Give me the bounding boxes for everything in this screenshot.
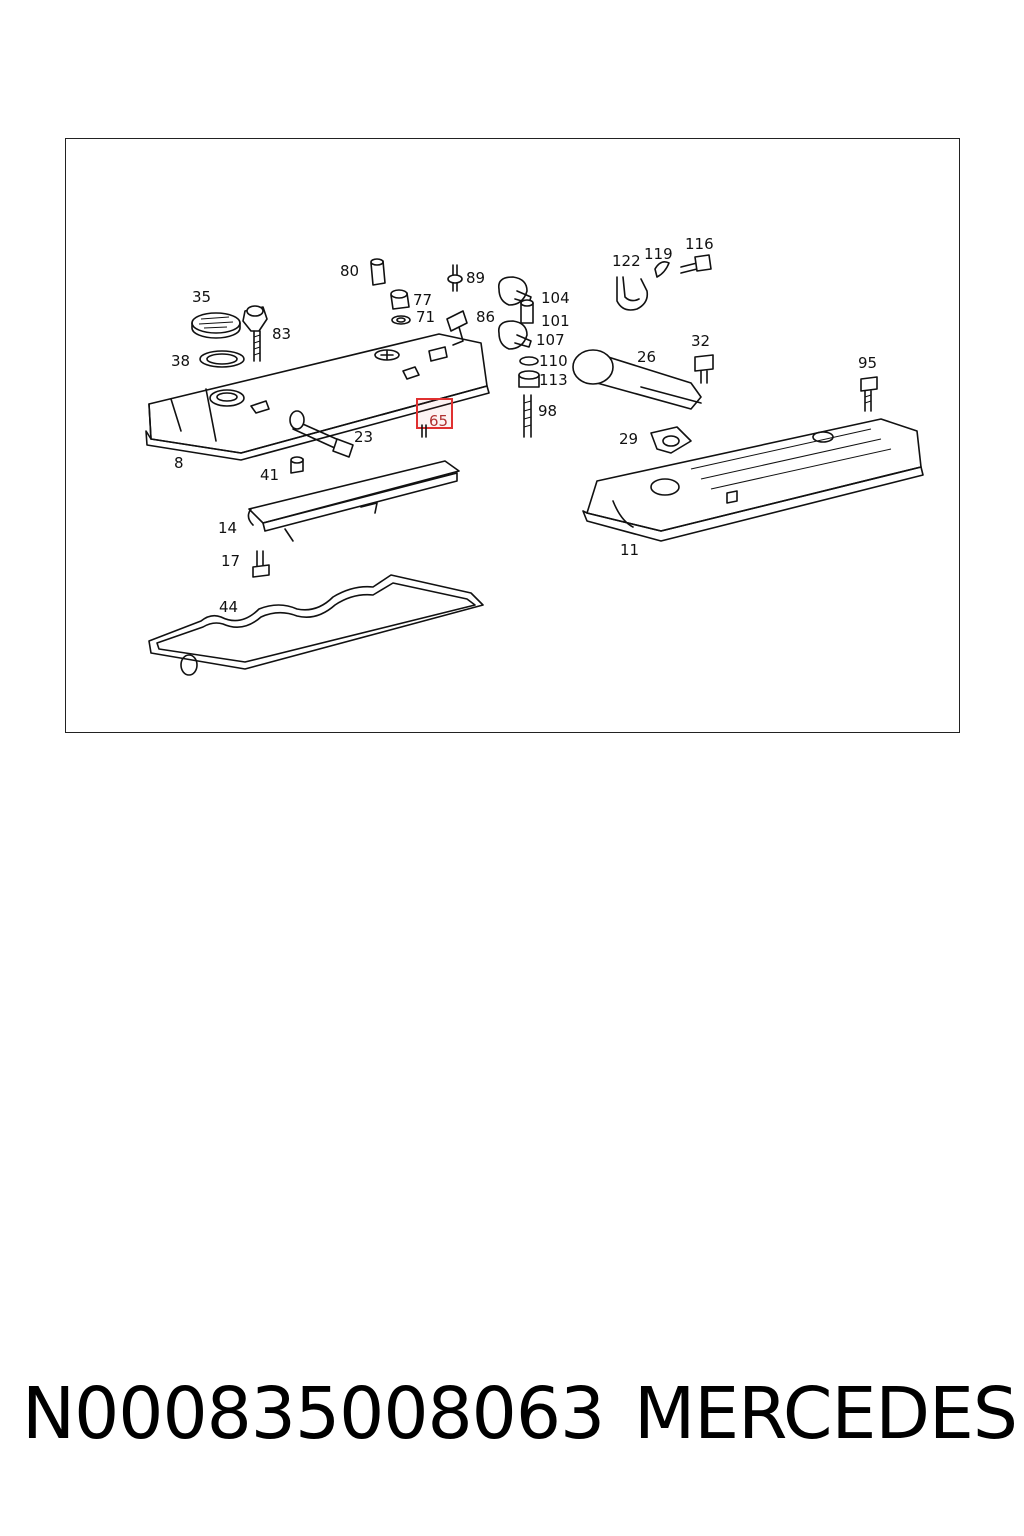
screw-116 <box>680 254 712 274</box>
stud-89 <box>447 264 463 292</box>
callout-14: 14 <box>218 519 237 537</box>
callout-113: 113 <box>539 371 568 389</box>
gasket-29 <box>650 426 692 454</box>
filler-cap-seal <box>199 350 245 368</box>
washer-110 <box>519 356 539 366</box>
bolt-17 <box>252 550 270 578</box>
callout-32: 32 <box>691 332 710 350</box>
callout-26: 26 <box>637 348 656 366</box>
part-number: N000835008063 <box>22 1372 605 1455</box>
callout-89: 89 <box>466 269 485 287</box>
callout-80: 80 <box>340 262 359 280</box>
callout-65: 65 <box>429 412 448 430</box>
callout-116: 116 <box>685 235 714 253</box>
callout-83: 83 <box>272 325 291 343</box>
callout-95: 95 <box>858 354 877 372</box>
breather-hose-26 <box>572 349 702 410</box>
stud-98 <box>523 394 532 438</box>
clip-119 <box>654 261 670 278</box>
spacer-80 <box>370 258 386 286</box>
plug-41 <box>290 456 304 474</box>
valve-cover-right <box>582 418 924 542</box>
hose-clamp-122 <box>616 276 649 311</box>
bolt-32 <box>694 354 714 384</box>
caption-bar: N000835008063 MERCEDES <box>0 1372 1024 1472</box>
callout-44: 44 <box>219 598 238 616</box>
callout-29: 29 <box>619 430 638 448</box>
callout-17: 17 <box>221 552 240 570</box>
callout-122: 122 <box>612 252 641 270</box>
washer-71 <box>391 315 411 325</box>
bolt-83 <box>242 305 268 362</box>
callout-104: 104 <box>541 289 570 307</box>
callout-11: 11 <box>620 541 639 559</box>
callout-77: 77 <box>413 291 432 309</box>
bracket-86 <box>446 310 468 346</box>
nut-113 <box>518 370 540 388</box>
grommet-107 <box>497 320 532 350</box>
highlight-box-65[interactable] <box>416 398 453 429</box>
oil-filler-cap <box>191 312 241 339</box>
parts-diagram-frame: 80 89 122 119 116 35 83 77 71 86 104 101… <box>65 138 960 733</box>
nut-77 <box>390 289 410 310</box>
exploded-parts-diagram: 80 89 122 119 116 35 83 77 71 86 104 101… <box>145 235 924 676</box>
callout-86: 86 <box>476 308 495 326</box>
callout-110: 110 <box>539 352 568 370</box>
cover-strip-14 <box>247 460 460 542</box>
callout-41: 41 <box>260 466 279 484</box>
screw-65 <box>421 424 427 438</box>
callout-101: 101 <box>541 312 570 330</box>
callout-107: 107 <box>536 331 565 349</box>
valve-cover-left <box>145 333 490 461</box>
callout-119: 119 <box>644 245 673 263</box>
callout-71: 71 <box>416 308 435 326</box>
gasket-44 <box>148 574 484 676</box>
bolt-95 <box>860 376 878 412</box>
callout-23: 23 <box>354 428 373 446</box>
callout-8: 8 <box>174 454 184 472</box>
callout-38: 38 <box>171 352 190 370</box>
sleeve-101 <box>520 299 534 324</box>
callout-35: 35 <box>192 288 211 306</box>
callout-98: 98 <box>538 402 557 420</box>
brand-name: MERCEDES <box>634 1372 1018 1455</box>
